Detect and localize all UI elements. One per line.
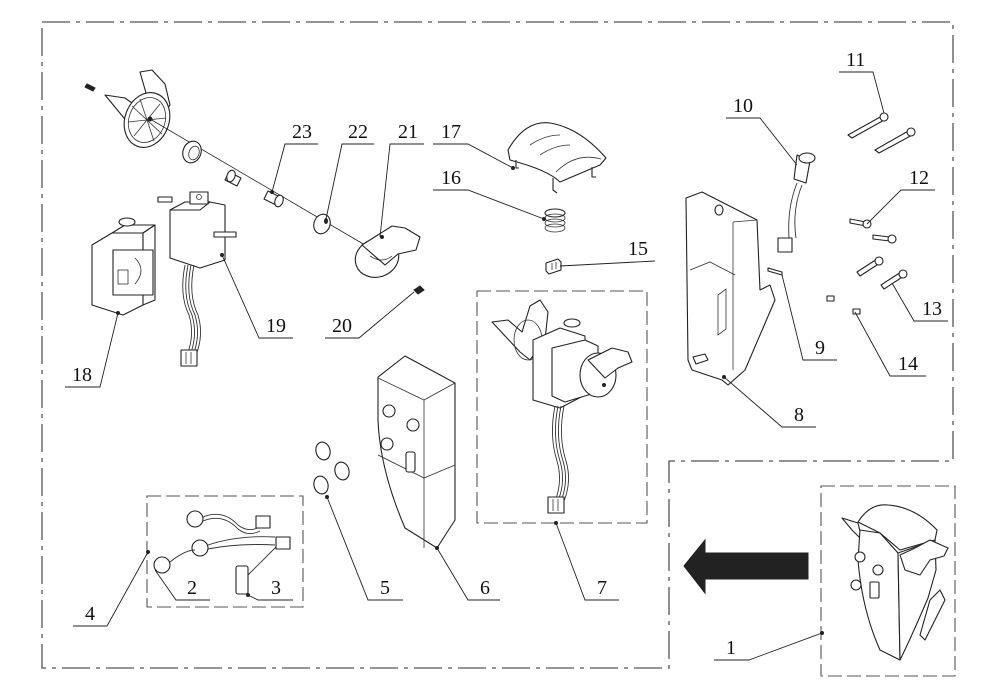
- small-screw-20: [413, 285, 425, 295]
- callout-4: 4: [85, 603, 95, 625]
- callout-19: 19: [266, 315, 286, 337]
- callout-8: 8: [794, 404, 804, 426]
- callout-15: 15: [628, 238, 648, 260]
- callout-14: 14: [898, 353, 918, 375]
- callout-22: 22: [348, 121, 368, 143]
- leader-lines: [65, 71, 948, 661]
- callout-6: 6: [480, 577, 490, 599]
- callout-2: 2: [187, 577, 197, 599]
- callout-12: 12: [909, 167, 929, 189]
- washer-22: [313, 213, 331, 235]
- callout-11: 11: [846, 49, 865, 71]
- callout-7: 7: [597, 577, 607, 599]
- callout-20: 20: [332, 315, 352, 337]
- bearing-ring: [182, 140, 202, 164]
- hex-nuts-5: [313, 441, 350, 499]
- front-cover-6: [377, 355, 456, 550]
- bushing-23: [263, 190, 284, 208]
- subframe-1: [820, 485, 956, 677]
- top-cap-17: [507, 122, 607, 194]
- spring-16: [542, 208, 566, 233]
- callout-23: 23: [292, 121, 312, 143]
- main-frame: [41, 21, 954, 669]
- clip-15: [545, 258, 562, 275]
- callout-13: 13: [922, 298, 942, 320]
- callout-18: 18: [72, 364, 92, 386]
- handle-motor-assembly-7: [491, 299, 633, 514]
- callout-10: 10: [733, 95, 753, 117]
- callout-17: 17: [441, 121, 461, 143]
- callout-16: 16: [441, 167, 461, 189]
- spacer-9: [767, 267, 783, 276]
- callout-21: 21: [398, 121, 418, 143]
- callout-1: 1: [726, 637, 736, 659]
- switch-block-19: [157, 191, 237, 367]
- subframe-7: [476, 290, 648, 524]
- callout-labels: 23 22 21 17 16 15 19 20 18 10 11 12 13 1…: [72, 49, 942, 659]
- left-arrow-icon: [683, 538, 809, 595]
- left-grip-wheel: [84, 69, 171, 148]
- connector-harness-10: [777, 152, 816, 253]
- callout-9: 9: [815, 337, 825, 359]
- complete-assembly-1: [820, 504, 949, 661]
- callout-3: 3: [271, 577, 281, 599]
- callout-5: 5: [380, 577, 390, 599]
- screws-group: [826, 112, 916, 315]
- right-grip-21: [354, 225, 421, 278]
- gear-box-18: [91, 217, 156, 316]
- button-harness-4: [146, 510, 291, 597]
- rear-housing-8: [685, 191, 776, 386]
- sleeve: [224, 169, 242, 187]
